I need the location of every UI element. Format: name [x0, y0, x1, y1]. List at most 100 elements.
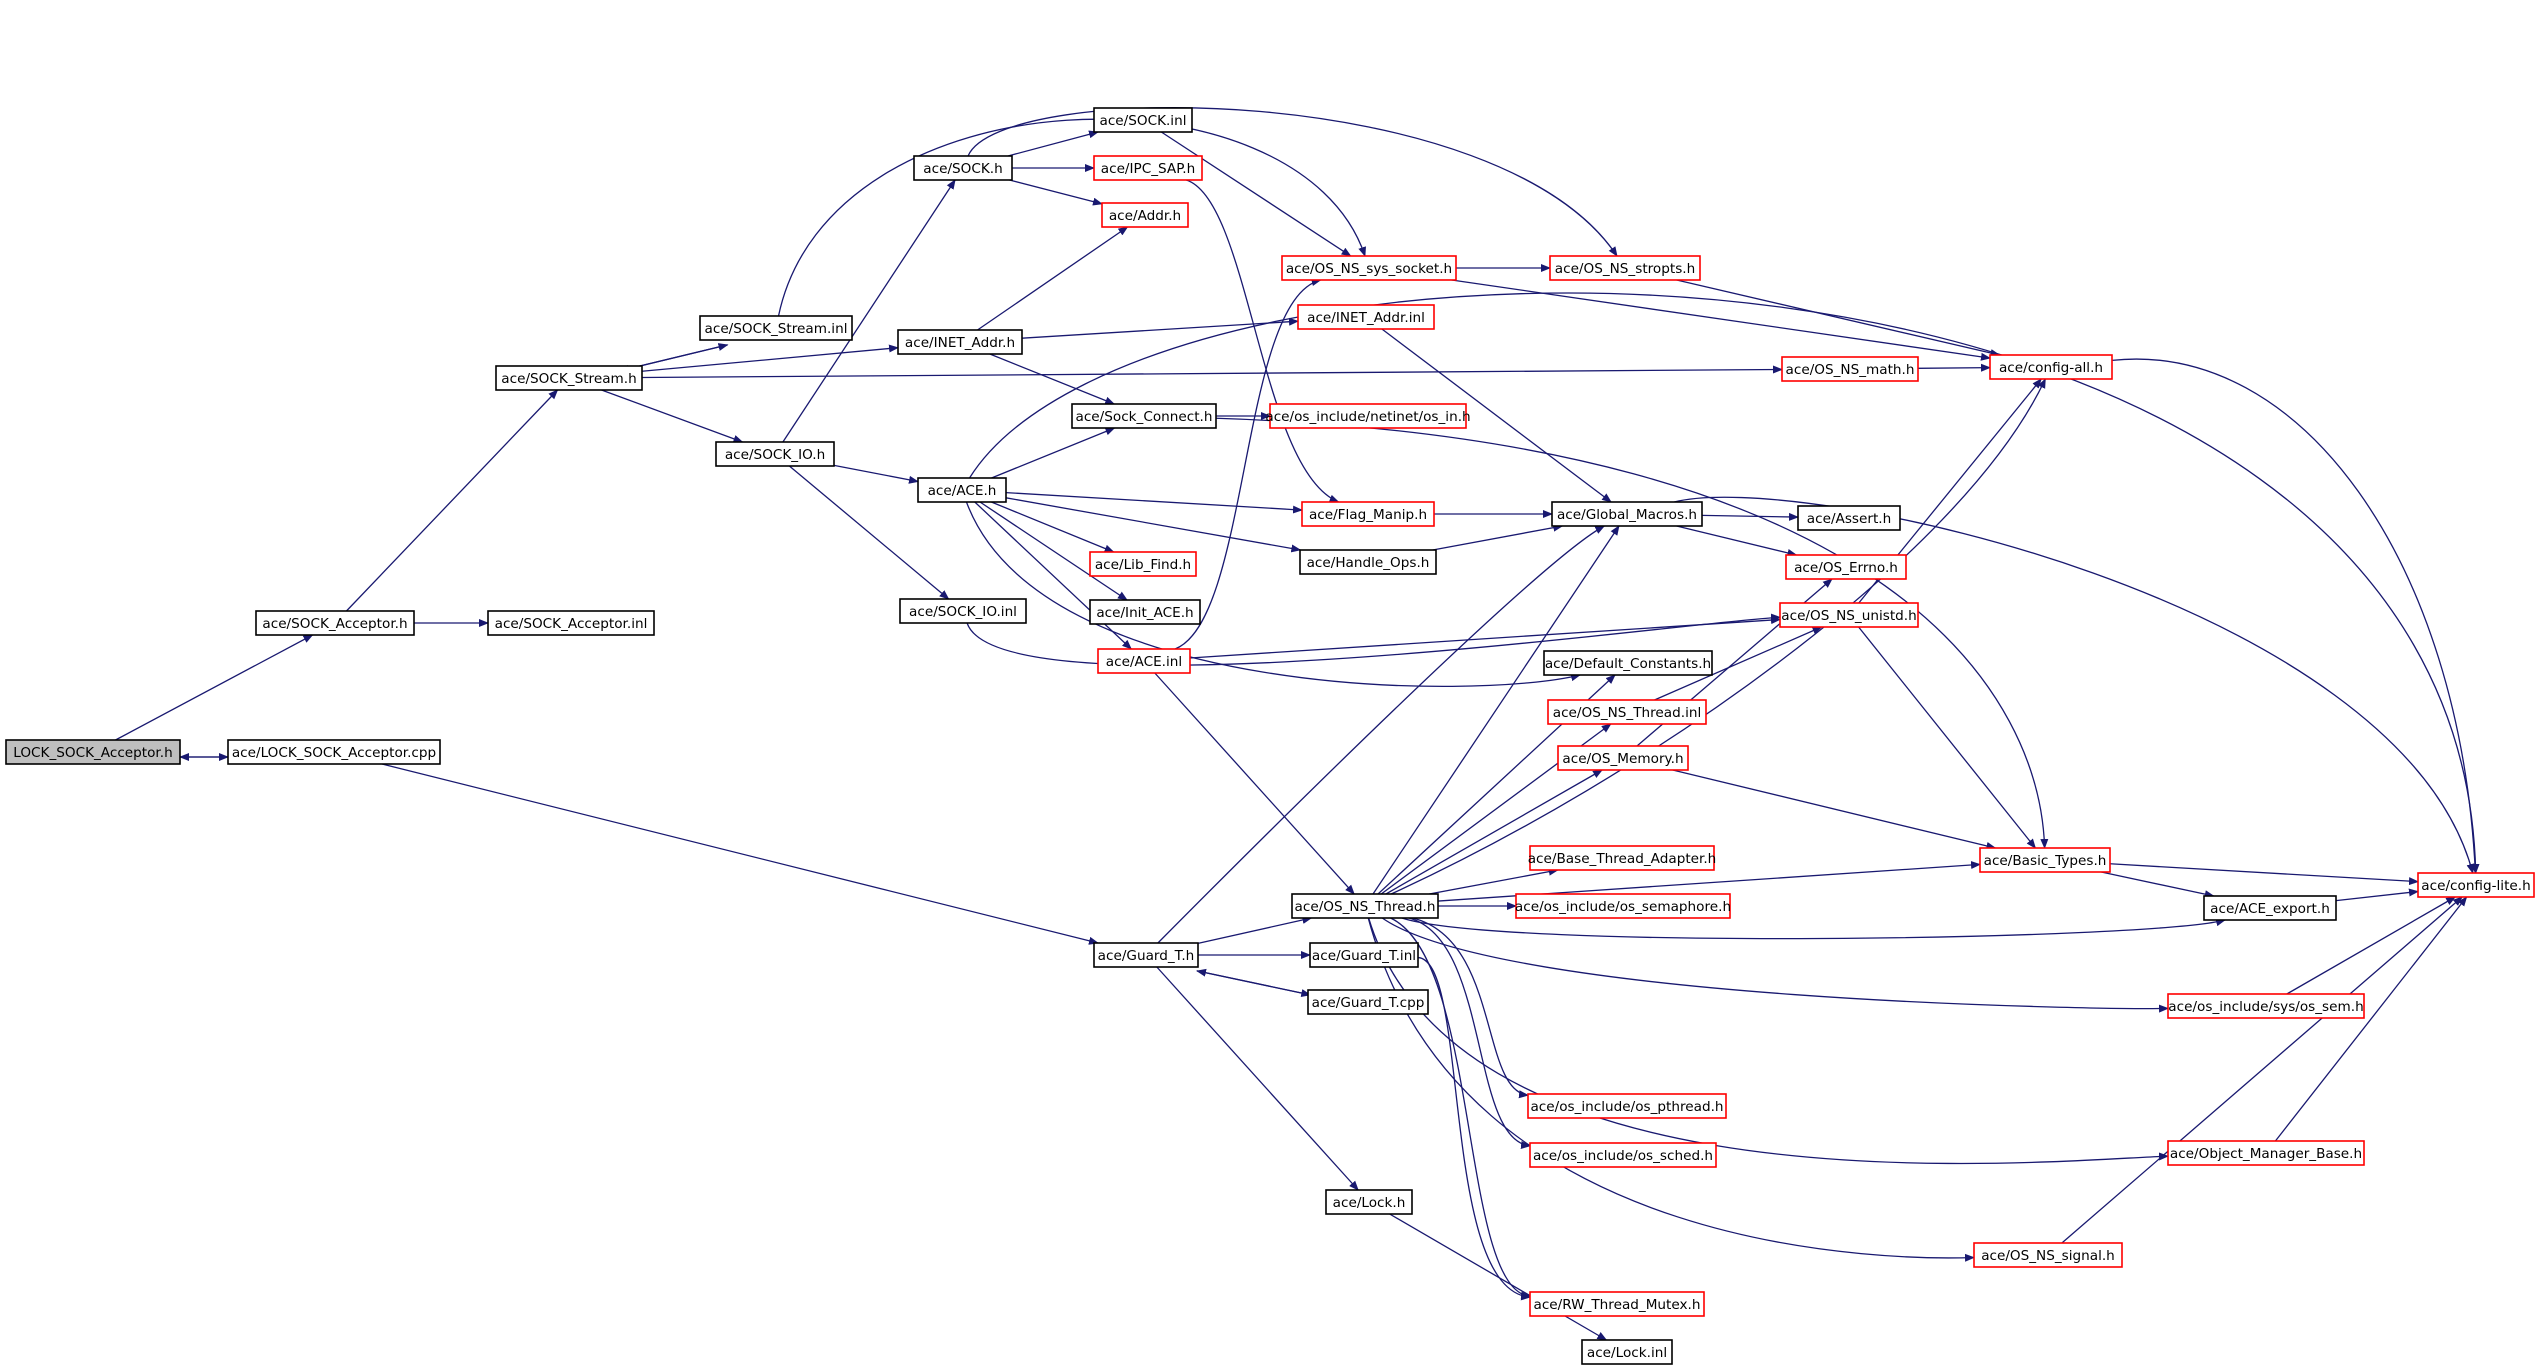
edge-os-sem-h-to-config-lite-h [2286, 896, 2457, 995]
edge-sock-inl-to-os-ns-sys-socket-h [1160, 131, 1352, 257]
node-os-ns-stropts-h[interactable]: ace/OS_NS_stropts.h [1549, 255, 1701, 281]
node-sock-h[interactable]: ace/SOCK.h [913, 155, 1013, 181]
node-os-ns-thread-inl[interactable]: ace/OS_NS_Thread.inl [1547, 699, 1707, 725]
node-os-ns-signal-h[interactable]: ace/OS_NS_signal.h [1973, 1242, 2123, 1268]
node-sock-stream-h[interactable]: ace/SOCK_Stream.h [495, 365, 643, 391]
edge-ace-h-to-handle-ops-h [1005, 497, 1302, 553]
svg-text:ace/SOCK_Acceptor.inl: ace/SOCK_Acceptor.inl [495, 616, 648, 632]
node-global-macros-h[interactable]: ace/Global_Macros.h [1551, 501, 1703, 527]
node-lock-inl[interactable]: ace/Lock.inl [1581, 1339, 1673, 1365]
node-os-ns-unistd-h[interactable]: ace/OS_NS_unistd.h [1779, 602, 1919, 628]
svg-text:ace/OS_NS_Thread.inl: ace/OS_NS_Thread.inl [1553, 705, 1702, 721]
edge-basic-types-h-to-ace-export-h [2101, 871, 2215, 899]
svg-text:ace/SOCK_IO.h: ace/SOCK_IO.h [725, 447, 825, 463]
edge-os-ns-thread-h-to-global-macros-h [1372, 525, 1620, 895]
edge-lock-sock-acceptor-h-to-sock-acceptor-h [115, 634, 314, 741]
node-os-sem-h[interactable]: ace/os_include/sys/os_sem.h [2167, 993, 2365, 1019]
node-os-ns-sys-socket-h[interactable]: ace/OS_NS_sys_socket.h [1281, 255, 1457, 281]
node-lock-sock-acceptor-h[interactable]: LOCK_SOCK_Acceptor.h [5, 739, 181, 765]
graph-edges [115, 107, 2480, 1341]
edge-global-macros-h-to-assert-h [1701, 512, 1799, 521]
node-os-in-h[interactable]: ace/os_include/netinet/os_in.h [1265, 403, 1471, 429]
svg-text:ace/os_include/sys/os_sem.h: ace/os_include/sys/os_sem.h [2168, 999, 2363, 1015]
node-ipc-sap-h[interactable]: ace/IPC_SAP.h [1093, 155, 1203, 181]
node-os-pthread-h[interactable]: ace/os_include/os_pthread.h [1527, 1093, 1727, 1119]
edge-os-ns-thread-h-to-object-manager-base-h [1368, 917, 2169, 1165]
svg-text:ace/OS_NS_Thread.h: ace/OS_NS_Thread.h [1295, 899, 1436, 915]
svg-text:ace/Base_Thread_Adapter.h: ace/Base_Thread_Adapter.h [1528, 851, 1717, 867]
edge-sock-io-h-to-sock-h [782, 179, 956, 443]
edge-os-ns-thread-inl-to-os-ns-unistd-h [1654, 626, 1823, 701]
node-lib-find-h[interactable]: ace/Lib_Find.h [1089, 551, 1197, 577]
svg-text:ace/Sock_Connect.h: ace/Sock_Connect.h [1076, 409, 1213, 425]
edge-global-macros-h-to-config-lite-h [1674, 496, 2475, 874]
node-ace-h[interactable]: ace/ACE.h [917, 477, 1007, 503]
node-addr-h[interactable]: ace/Addr.h [1101, 202, 1189, 228]
edge-ace-inl-to-os-ns-sys-socket-h [1174, 278, 1322, 650]
node-guard-t-inl[interactable]: ace/Guard_T.inl [1309, 942, 1419, 968]
node-basic-types-h[interactable]: ace/Basic_Types.h [1979, 847, 2111, 873]
edge-ace-h-to-init-ace-h [979, 501, 1128, 601]
node-sock-connect-h[interactable]: ace/Sock_Connect.h [1071, 403, 1217, 429]
edge-sock-stream-h-to-os-ns-math-h [641, 365, 1783, 379]
svg-text:ace/os_include/netinet/os_in.h: ace/os_include/netinet/os_in.h [1265, 409, 1470, 425]
svg-text:ace/Guard_T.cpp: ace/Guard_T.cpp [1312, 995, 1425, 1011]
node-base-thread-adapter-h[interactable]: ace/Base_Thread_Adapter.h [1528, 845, 1717, 871]
edge-sock-stream-inl-to-os-ns-sys-socket-h [777, 118, 1366, 317]
edge-guard-t-cpp-to-guard-t-h [1195, 968, 1311, 996]
node-lock-h[interactable]: ace/Lock.h [1325, 1189, 1413, 1215]
node-lock-sock-acceptor-cpp[interactable]: ace/LOCK_SOCK_Acceptor.cpp [227, 739, 441, 765]
node-rw-thread-mutex-h[interactable]: ace/RW_Thread_Mutex.h [1529, 1291, 1705, 1317]
node-inet-addr-inl[interactable]: ace/INET_Addr.inl [1297, 304, 1435, 330]
node-config-all-h[interactable]: ace/config-all.h [1989, 354, 2113, 380]
node-object-manager-base-h[interactable]: ace/Object_Manager_Base.h [2167, 1140, 2365, 1166]
node-inet-addr-h[interactable]: ace/INET_Addr.h [897, 329, 1023, 355]
node-os-semaphore-h[interactable]: ace/os_include/os_semaphore.h [1515, 893, 1731, 919]
edge-basic-types-h-to-config-lite-h [2109, 863, 2419, 886]
edge-ipc-sap-h-to-flag-manip-h [1186, 179, 1340, 503]
edge-os-ns-thread-h-to-os-sched-h [1408, 917, 1531, 1149]
node-os-memory-h[interactable]: ace/OS_Memory.h [1557, 745, 1689, 771]
graph-nodes: LOCK_SOCK_Acceptor.h ace/LOCK_SOCK_Accep… [5, 107, 2535, 1365]
svg-text:ace/Default_Constants.h: ace/Default_Constants.h [1545, 656, 1711, 672]
svg-text:ace/ACE_export.h: ace/ACE_export.h [2210, 901, 2330, 917]
edge-sock-h-to-addr-h [1009, 179, 1103, 206]
node-handle-ops-h[interactable]: ace/Handle_Ops.h [1299, 549, 1437, 575]
node-sock-io-inl[interactable]: ace/SOCK_IO.inl [899, 598, 1027, 624]
edge-guard-t-inl-to-rw-thread-mutex-h [1417, 956, 1531, 1301]
svg-text:ace/OS_NS_signal.h: ace/OS_NS_signal.h [1981, 1248, 2115, 1264]
node-ace-export-h[interactable]: ace/ACE_export.h [2203, 895, 2337, 921]
node-os-sched-h[interactable]: ace/os_include/os_sched.h [1529, 1142, 1717, 1168]
node-os-errno-h[interactable]: ace/OS_Errno.h [1785, 554, 1907, 580]
node-flag-manip-h[interactable]: ace/Flag_Manip.h [1301, 501, 1435, 527]
edge-inet-addr-h-to-addr-h [977, 226, 1129, 331]
edge-sock-h-to-sock-inl [1007, 130, 1099, 157]
svg-text:LOCK_SOCK_Acceptor.h: LOCK_SOCK_Acceptor.h [13, 745, 172, 761]
edge-guard-t-h-to-os-ns-thread-h [1197, 916, 1313, 944]
svg-text:ace/Guard_T.h: ace/Guard_T.h [1098, 948, 1195, 964]
edge-global-macros-h-to-os-errno-h [1676, 525, 1798, 557]
node-sock-inl[interactable]: ace/SOCK.inl [1093, 107, 1193, 133]
edge-os-ns-thread-h-to-os-ns-signal-h [1367, 917, 1975, 1262]
node-assert-h[interactable]: ace/Assert.h [1797, 505, 1901, 531]
node-os-ns-thread-h[interactable]: ace/OS_NS_Thread.h [1291, 893, 1439, 919]
node-sock-io-h[interactable]: ace/SOCK_IO.h [715, 441, 835, 467]
svg-text:ace/RW_Thread_Mutex.h: ace/RW_Thread_Mutex.h [1534, 1297, 1701, 1313]
edge-ace-h-to-config-lite-h [968, 292, 2480, 874]
node-os-ns-math-h[interactable]: ace/OS_NS_math.h [1781, 356, 1919, 382]
node-guard-t-h[interactable]: ace/Guard_T.h [1093, 942, 1199, 968]
node-init-ace-h[interactable]: ace/Init_ACE.h [1089, 599, 1201, 625]
node-sock-acceptor-inl[interactable]: ace/SOCK_Acceptor.inl [487, 610, 655, 636]
node-guard-t-cpp[interactable]: ace/Guard_T.cpp [1307, 989, 1429, 1015]
node-sock-stream-inl[interactable]: ace/SOCK_Stream.inl [699, 315, 853, 341]
edge-ace-h-to-sock-connect-h [991, 427, 1116, 479]
node-default-constants-h[interactable]: ace/Default_Constants.h [1543, 650, 1713, 676]
svg-text:ace/INET_Addr.inl: ace/INET_Addr.inl [1307, 310, 1425, 326]
node-ace-inl[interactable]: ace/ACE.inl [1097, 648, 1191, 674]
node-sock-acceptor-h[interactable]: ace/SOCK_Acceptor.h [255, 610, 415, 636]
svg-text:ace/Addr.h: ace/Addr.h [1109, 208, 1181, 224]
svg-text:ace/OS_NS_sys_socket.h: ace/OS_NS_sys_socket.h [1286, 261, 1452, 277]
edge-guard-t-h-to-global-macros-h [1157, 525, 1606, 944]
edge-sock-stream-h-to-sock-io-h [601, 389, 744, 443]
node-config-lite-h[interactable]: ace/config-lite.h [2417, 872, 2535, 898]
